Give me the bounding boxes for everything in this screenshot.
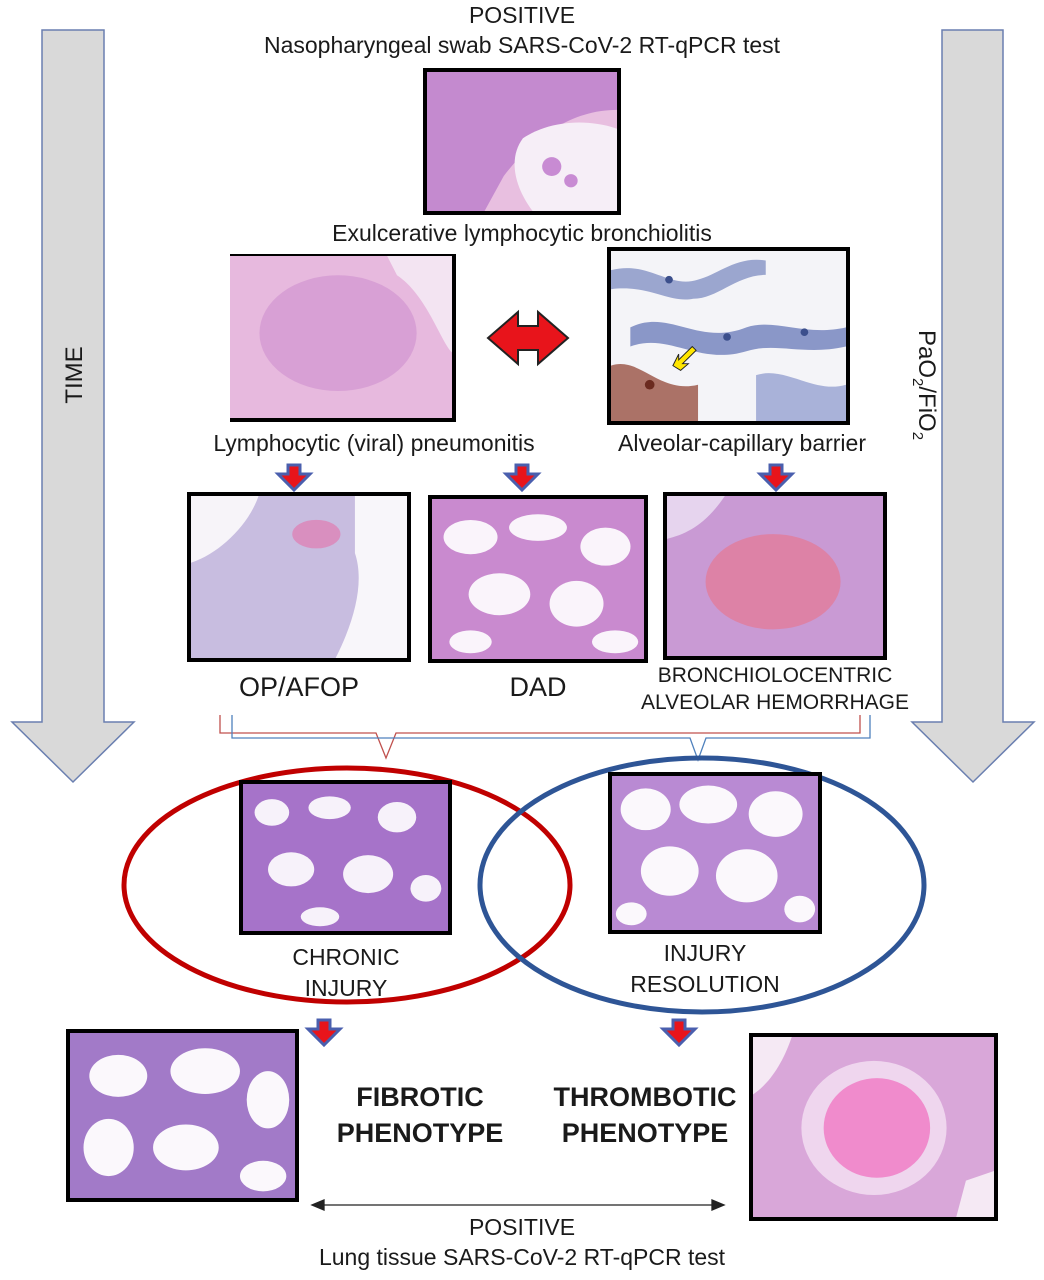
- injury-resolution-caption-line2: RESOLUTION: [630, 971, 780, 997]
- alveolar-capillary-caption: Alveolar-capillary barrier: [618, 430, 866, 456]
- injury-resolution-caption-line1: INJURY: [663, 940, 747, 966]
- header-test: Nasopharyngeal swab SARS-CoV-2 RT-qPCR t…: [263, 32, 781, 58]
- thrombotic-label-line1: THROMBOTIC: [553, 1082, 737, 1112]
- pneumonitis-image: [230, 254, 456, 422]
- injury-resolution-ellipse: [477, 755, 927, 1015]
- fibrotic-label-line2: PHENOTYPE: [336, 1118, 504, 1148]
- dad-image: [428, 495, 648, 663]
- time-label: TIME: [61, 346, 88, 404]
- down-arrow-icon: [274, 463, 796, 1048]
- pao2-fio2-label: PaO2/FiO2: [909, 330, 940, 490]
- chronic-injury-caption-line2: INJURY: [304, 975, 388, 1001]
- injury-resolution-image: [608, 772, 822, 934]
- fibrotic-image: [66, 1029, 299, 1202]
- pao2-fio2-arrow: [910, 29, 1036, 784]
- footer-status: POSITIVE: [468, 1214, 576, 1240]
- hemorrhage-image: [663, 492, 887, 660]
- bronchiolitis-image: [423, 68, 621, 215]
- chronic-injury-caption-line1: CHRONIC: [292, 944, 400, 970]
- hemorrhage-caption-line2: ALVEOLAR HEMORRHAGE: [640, 691, 909, 714]
- footer-test: Lung tissue SARS-CoV-2 RT-qPCR test: [318, 1244, 726, 1270]
- header-status: POSITIVE: [468, 2, 576, 28]
- dad-caption: DAD: [509, 672, 567, 702]
- pneumonitis-caption: Lymphocytic (viral) pneumonitis: [213, 430, 535, 456]
- fio-text: /FiO: [913, 386, 940, 432]
- chronic-injury-ellipse: [121, 765, 573, 1005]
- thrombotic-image: [749, 1033, 998, 1221]
- time-arrow: [10, 29, 136, 784]
- double-arrow-icon: [486, 309, 570, 367]
- op-afop-image: [187, 492, 411, 662]
- pao-text: PaO: [913, 330, 940, 379]
- bronchiolitis-caption: Exulcerative lymphocytic bronchiolitis: [332, 220, 712, 246]
- fibrotic-label-line1: FIBROTIC: [356, 1082, 484, 1112]
- chronic-injury-image: [239, 780, 452, 935]
- merge-brace: [219, 715, 871, 762]
- fio-sub: 2: [909, 431, 927, 441]
- alveolar-capillary-image: [607, 247, 850, 425]
- op-afop-caption: OP/AFOP: [238, 672, 360, 702]
- phenotype-link-arrow: [310, 1199, 726, 1211]
- hemorrhage-caption-line1: BRONCHIOLOCENTRIC: [657, 664, 893, 687]
- thrombotic-label-line2: PHENOTYPE: [561, 1118, 729, 1148]
